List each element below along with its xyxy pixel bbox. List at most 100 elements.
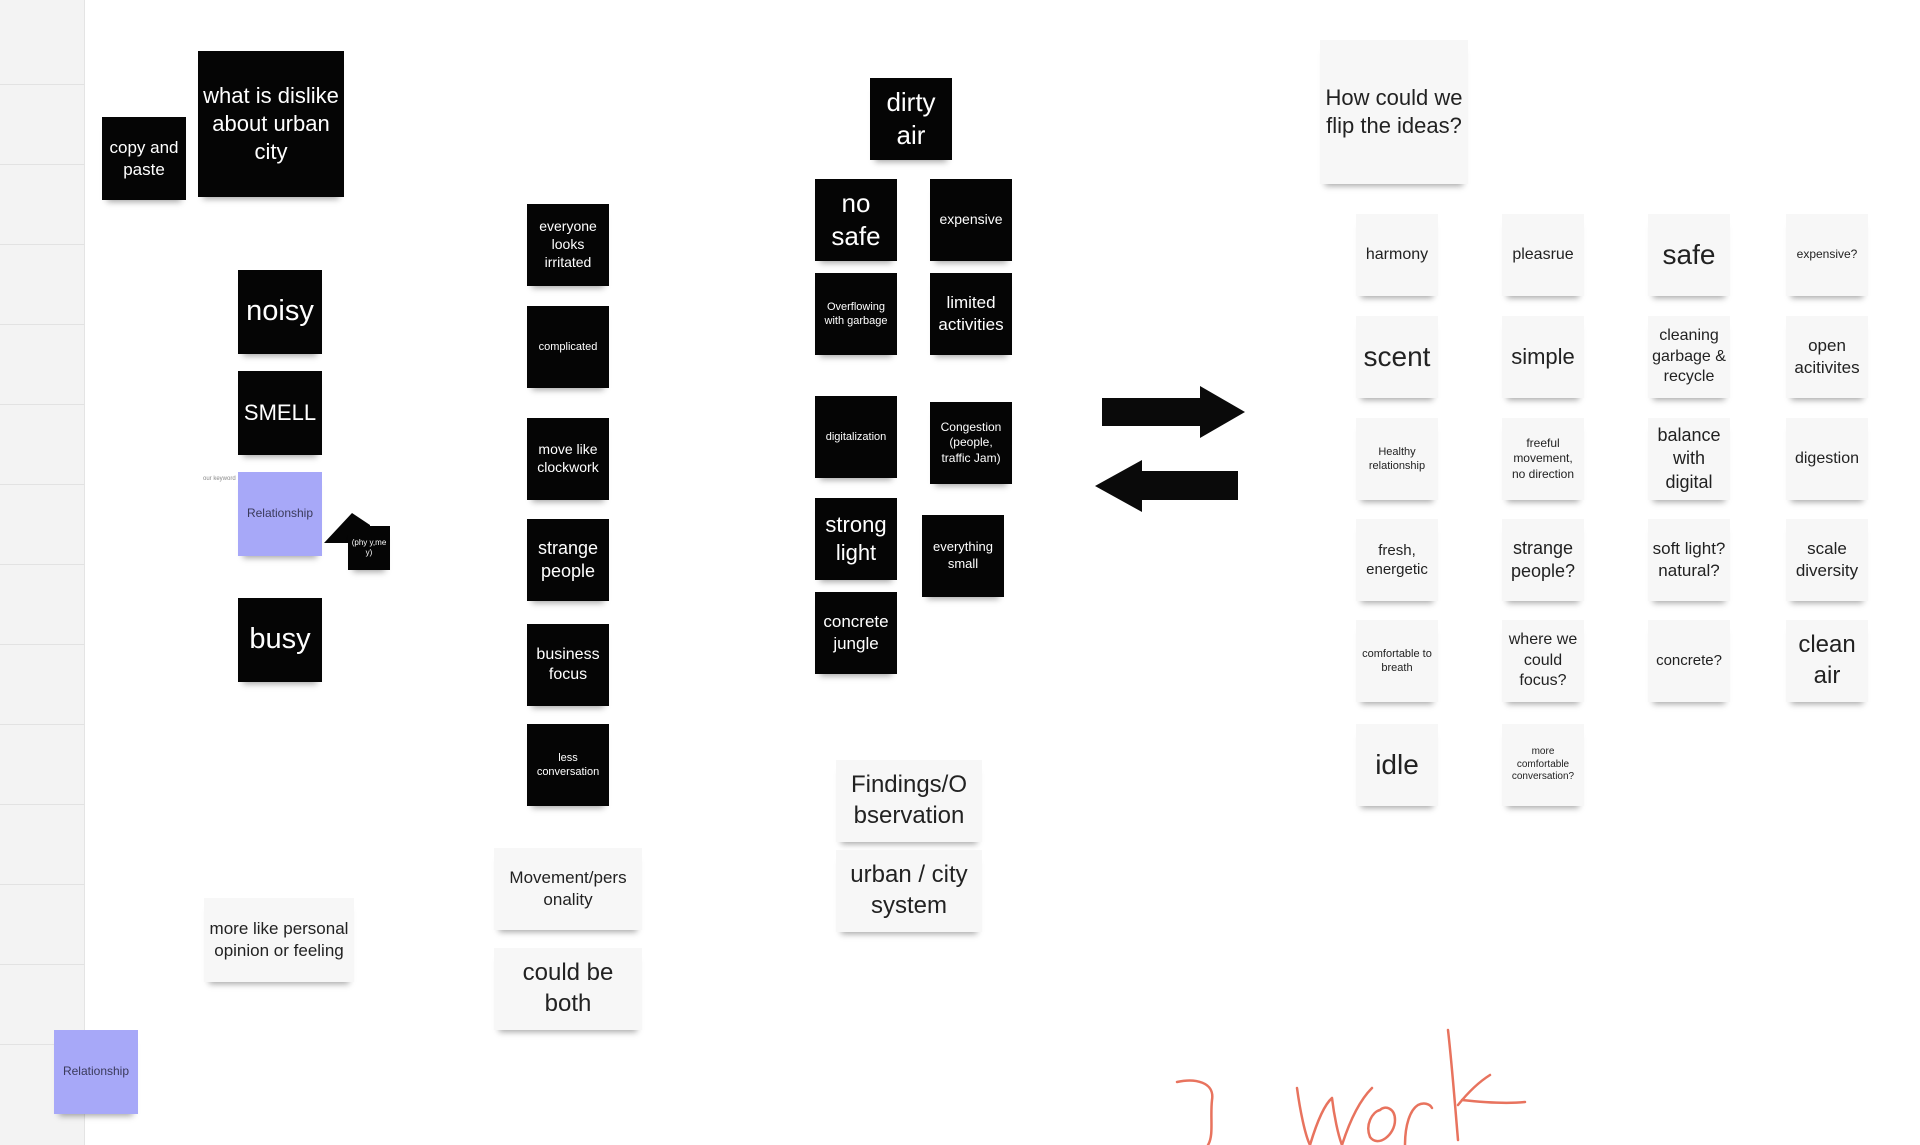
note-text: soft light? natural? (1652, 539, 1726, 580)
sticky-strange-people[interactable]: strange people (527, 519, 609, 601)
sticky-flip-idea[interactable]: simple (1502, 316, 1584, 398)
note-text: concrete? (1656, 652, 1722, 670)
note-text: Findings/O bservation (850, 771, 968, 829)
note-text: strange people (537, 537, 599, 581)
sticky-flip-idea[interactable]: digestion (1786, 418, 1868, 500)
sticky-clockwork[interactable]: move like clockwork (527, 418, 609, 500)
note-text: less conversation (536, 751, 600, 778)
sticky-congestion[interactable]: Congestion (people, traffic Jam) (930, 402, 1012, 484)
sticky-everything-small[interactable]: everything small (922, 515, 1004, 597)
sticky-noisy[interactable]: noisy (238, 270, 322, 354)
note-text: Healthy relationship (1368, 445, 1426, 472)
sticky-flip-idea[interactable]: where we could focus? (1502, 620, 1584, 702)
note-text: scent (1363, 341, 1431, 373)
sticky-flip-idea[interactable]: balance with digital (1648, 418, 1730, 500)
note-text: business focus (536, 645, 600, 683)
note-text: pleasrue (1512, 245, 1574, 263)
sticky-flip-idea[interactable]: harmony (1356, 214, 1438, 296)
sticky-less-conversation[interactable]: less conversation (527, 724, 609, 806)
arrow-left-icon (1095, 460, 1238, 512)
note-text: simple (1511, 343, 1575, 369)
sticky-flip-idea[interactable]: expensive? (1786, 214, 1868, 296)
sticky-flip-idea[interactable]: more comfortable conversation? (1502, 724, 1584, 806)
sticky-relationship-bottom[interactable]: Relationship (54, 1030, 138, 1114)
sticky-flip-heading[interactable]: How could we flip the ideas? (1320, 40, 1468, 184)
sticky-flip-idea[interactable]: Healthy relationship (1356, 418, 1438, 500)
handwriting-stroke (1175, 1028, 1527, 1145)
sticky-copy-and-paste[interactable]: copy and paste (102, 117, 186, 200)
sticky-flip-idea[interactable]: clean air (1786, 620, 1868, 702)
note-text: Relationship (62, 1064, 130, 1079)
note-text: everyone looks irritated (539, 218, 597, 270)
note-text: strange people? (1510, 537, 1576, 581)
sticky-question-dislike[interactable]: what is dislike about urban city (198, 51, 344, 197)
sticky-concrete-jungle[interactable]: concrete jungle (815, 592, 897, 674)
sticky-flip-idea[interactable]: freeful movement, no direction (1502, 418, 1584, 500)
sticky-flip-idea[interactable]: concrete? (1648, 620, 1730, 702)
sticky-flip-idea[interactable]: idle (1356, 724, 1438, 806)
sticky-flip-idea[interactable]: open acitivites (1786, 316, 1868, 398)
sticky-findings[interactable]: Findings/O bservation (836, 760, 982, 842)
sticky-could-be-both[interactable]: could be both (494, 948, 642, 1030)
note-text: digestion (1794, 449, 1860, 467)
keyword-tag: our keyword (203, 476, 236, 482)
note-text: could be both (522, 959, 614, 1017)
sticky-smell[interactable]: SMELL (238, 371, 322, 455)
note-text: more like personal opinion or feeling (209, 919, 349, 960)
sticky-limited-activities[interactable]: limited activities (930, 273, 1012, 355)
sticky-digitalization[interactable]: digitalization (815, 396, 897, 478)
sticky-flip-idea[interactable]: strange people? (1502, 519, 1584, 601)
note-text: dirty air (886, 86, 936, 150)
sticky-badge-small[interactable]: (phy y,me y) (348, 526, 390, 570)
note-text: everything small (933, 539, 993, 571)
sticky-relationship[interactable]: Relationship (238, 472, 322, 556)
note-text: Overflowing with garbage (824, 300, 888, 327)
sticky-expensive[interactable]: expensive (930, 179, 1012, 261)
sticky-flip-idea[interactable]: safe (1648, 214, 1730, 296)
sticky-busy[interactable]: busy (238, 598, 322, 682)
note-text: Congestion (people, traffic Jam) (940, 419, 1002, 465)
sticky-no-safe[interactable]: no safe (815, 179, 897, 261)
sticky-flip-idea[interactable]: scale diversity (1786, 519, 1868, 601)
sticky-flip-idea[interactable]: scent (1356, 316, 1438, 398)
sticky-urban-system[interactable]: urban / city system (836, 850, 982, 932)
sticky-flip-idea[interactable]: cleaning garbage & recycle (1648, 316, 1730, 398)
sticky-business-focus[interactable]: business focus (527, 624, 609, 706)
note-text: idle (1375, 749, 1419, 781)
note-text: freeful movement, no direction (1511, 435, 1575, 481)
note-text: Relationship (246, 506, 314, 521)
note-text: cleaning garbage & recycle (1652, 327, 1726, 386)
note-text: expensive? (1796, 247, 1858, 262)
note-text: Movement/pers onality (509, 868, 627, 909)
sticky-complicated[interactable]: complicated (527, 306, 609, 388)
note-text: copy and paste (109, 137, 179, 179)
note-text: noisy (246, 295, 314, 328)
note-text: comfortable to breath (1362, 647, 1432, 674)
note-text: urban / city system (850, 861, 968, 919)
sticky-personal-opinion[interactable]: more like personal opinion or feeling (204, 898, 354, 982)
sticky-everyone-irritated[interactable]: everyone looks irritated (527, 204, 609, 286)
sticky-strong-light[interactable]: strong light (815, 498, 897, 580)
note-text: expensive (939, 211, 1003, 228)
note-text: concrete jungle (823, 612, 889, 653)
note-text: strong light (825, 511, 887, 565)
sticky-flip-idea[interactable]: pleasrue (1502, 214, 1584, 296)
sticky-movement-personality[interactable]: Movement/pers onality (494, 848, 642, 930)
sticky-dirty-air[interactable]: dirty air (870, 78, 952, 160)
note-text: SMELL (243, 399, 317, 425)
note-text: safe (1662, 239, 1716, 271)
note-text: balance with digital (1657, 425, 1721, 492)
note-text: digitalization (825, 430, 887, 443)
sticky-flip-idea[interactable]: comfortable to breath (1356, 620, 1438, 702)
sticky-overflowing-garbage[interactable]: Overflowing with garbage (815, 273, 897, 355)
sticky-flip-idea[interactable]: soft light? natural? (1648, 519, 1730, 601)
note-text: no safe (831, 187, 881, 251)
note-text: where we could focus? (1508, 631, 1578, 690)
sticky-flip-idea[interactable]: fresh, energetic (1356, 519, 1438, 601)
note-text: (phy y,me y) (351, 538, 387, 557)
note-text: clean air (1798, 631, 1856, 689)
left-panel (0, 0, 85, 1145)
note-text: complicated (538, 340, 598, 353)
note-text: scale diversity (1795, 539, 1859, 580)
